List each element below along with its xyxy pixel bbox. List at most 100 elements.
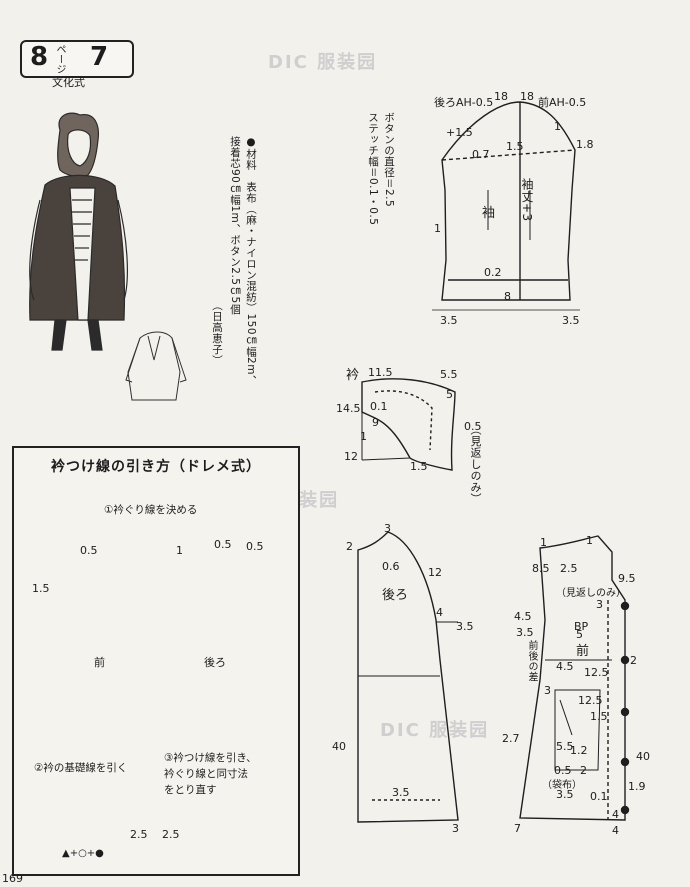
panel-mark: 0.5: [214, 538, 232, 551]
panel-step-3-line-3: をとり直す: [164, 784, 217, 796]
back-name: 後ろ: [382, 588, 409, 603]
back-mark: 4: [436, 606, 443, 619]
bust-point: BP: [574, 620, 589, 633]
front-mark: 3: [596, 598, 603, 611]
front-mark: 3.5: [516, 626, 534, 639]
panel-title: 衿つけ線の引き方（ドレメ式）: [51, 459, 261, 475]
front-name: 前: [576, 644, 590, 659]
badge-unit: ページ: [54, 44, 65, 74]
front-mark: 3.5: [556, 788, 574, 801]
front-mark: 4: [612, 824, 619, 837]
front-mark: 5: [576, 628, 583, 641]
front-mark: 3: [544, 684, 551, 697]
panel-mark: 2.5: [162, 828, 180, 841]
back-mark: 0.6: [382, 560, 400, 573]
collar-mark: 5: [446, 388, 453, 401]
back-mark: 2: [346, 540, 353, 553]
front-mark: 2: [580, 764, 587, 777]
sleeve-front-ah: 前AH-0.5: [538, 96, 587, 109]
panel-step-3-line-2: 衿ぐり線と同寸法: [164, 768, 248, 780]
sleeve-pattern: [432, 101, 580, 311]
front-mark: 2.5: [560, 562, 578, 575]
panel-mark: 0.5: [246, 540, 264, 553]
button-note-2: ステッチ幅＝0.1・0.5: [367, 112, 379, 226]
collar-mark: 1: [360, 430, 367, 443]
collar-mark: 0.1: [370, 400, 388, 413]
sleeve-mark: +1.5: [446, 126, 473, 139]
model-illustration: [29, 112, 128, 351]
back-mark: 3: [452, 822, 459, 835]
front-mark: 1: [540, 536, 547, 549]
badge-number: 8: [30, 42, 49, 72]
badge-page: 7: [90, 42, 109, 72]
panel-step-2: ②衿の基礎線を引く: [34, 762, 128, 774]
collar-facing: （見返しのみ）: [469, 424, 482, 505]
sleeve-mark: 1: [554, 120, 561, 133]
front-mark: 0.1: [590, 790, 608, 803]
materials-credit: （日高恵子）: [211, 300, 223, 366]
back-mark: 40: [332, 740, 346, 753]
sleeve-mark: 1: [434, 222, 441, 235]
front-mark: 2.7: [502, 732, 520, 745]
sleeve-mark: 3.5: [440, 314, 458, 327]
front-mark: 2: [630, 654, 637, 667]
panel-mark: 2.5: [130, 828, 148, 841]
pocket-bag: （袋布）: [542, 780, 582, 791]
collar-mark: 9: [372, 416, 379, 429]
front-mark: 1: [586, 534, 593, 547]
sleeve-mark: 1.8: [576, 138, 594, 151]
front-mark: 8.5: [532, 562, 550, 575]
back-mark: 3.5: [392, 786, 410, 799]
drafting-style: 文化式: [52, 76, 85, 89]
sleeve-mark: 18: [520, 90, 534, 103]
materials-line-2: 接着芯90㎝幅1m、ボタン2.5㎝5個: [229, 136, 241, 315]
sleeve-mark: 1.5: [506, 140, 524, 153]
back-mark: 12: [428, 566, 442, 579]
watermark: DIC 服装园: [380, 720, 490, 741]
sleeve-mark: 0.7: [472, 148, 490, 161]
front-back-difference: 前後の差: [526, 640, 537, 682]
front-mark: 4.5: [556, 660, 574, 673]
sleeve-back-ah: 後ろAH-0.5: [434, 96, 494, 109]
collar-mark: 5.5: [440, 368, 458, 381]
front-mark: 7: [514, 822, 521, 835]
front-mark: 12.5: [584, 666, 609, 679]
panel-mark: 1.5: [32, 582, 50, 595]
collar-mark: 12: [344, 450, 358, 463]
front-mark: 12.5: [578, 694, 603, 707]
front-mark: 5.5: [556, 740, 574, 753]
front-mark: 1.9: [628, 780, 646, 793]
collar-name: 衿: [346, 368, 360, 383]
button-note-1: ボタンの直径＝2.5: [383, 112, 395, 208]
front-mark: 1.5: [590, 710, 608, 723]
back-bodice-pattern: [357, 531, 459, 823]
panel-step-3-line-1: ③衿つけ線を引き、: [164, 752, 257, 764]
panel-mark: 0.5: [80, 544, 98, 557]
front-mark: 40: [636, 750, 650, 763]
panel-front-label: 前: [94, 656, 105, 669]
sleeve-mark: 3.5: [562, 314, 580, 327]
collar-mark: 14.5: [336, 402, 361, 415]
page-reference-badge: [20, 40, 134, 78]
sleeve-mark: 0.2: [484, 266, 502, 279]
sleeve-name: 袖: [482, 206, 496, 221]
collar-line-instruction-panel: 衿つけ線の引き方（ドレメ式） ①衿ぐり線を決める ②衿の基礎線を引く ③衿つけ線…: [12, 446, 300, 876]
sleeve-length: 袖丈+3: [520, 178, 534, 222]
panel-step-1: ①衿ぐり線を決める: [104, 504, 198, 516]
front-mark: 0.5: [554, 764, 572, 777]
collar-mark: 11.5: [368, 366, 393, 379]
page-number: 169: [2, 872, 23, 885]
sleeve-mark: 8: [504, 290, 511, 303]
front-mark: 1.2: [570, 744, 588, 757]
back-mark: 3.5: [456, 620, 474, 633]
front-mark: 4: [612, 808, 619, 821]
front-mark: 4.5: [514, 610, 532, 623]
collar-pattern: [361, 378, 456, 471]
panel-symbols: ▲+○+●: [62, 848, 104, 859]
front-mark: 9.5: [618, 572, 636, 585]
sleeve-mark: 18: [494, 90, 508, 103]
materials-line-1: ●材料 表布（麻・ナイロン混紡）150㎝幅2m、: [245, 136, 257, 386]
jacket-flat-sketch: [125, 331, 187, 401]
collar-mark: 0.5: [464, 420, 482, 433]
